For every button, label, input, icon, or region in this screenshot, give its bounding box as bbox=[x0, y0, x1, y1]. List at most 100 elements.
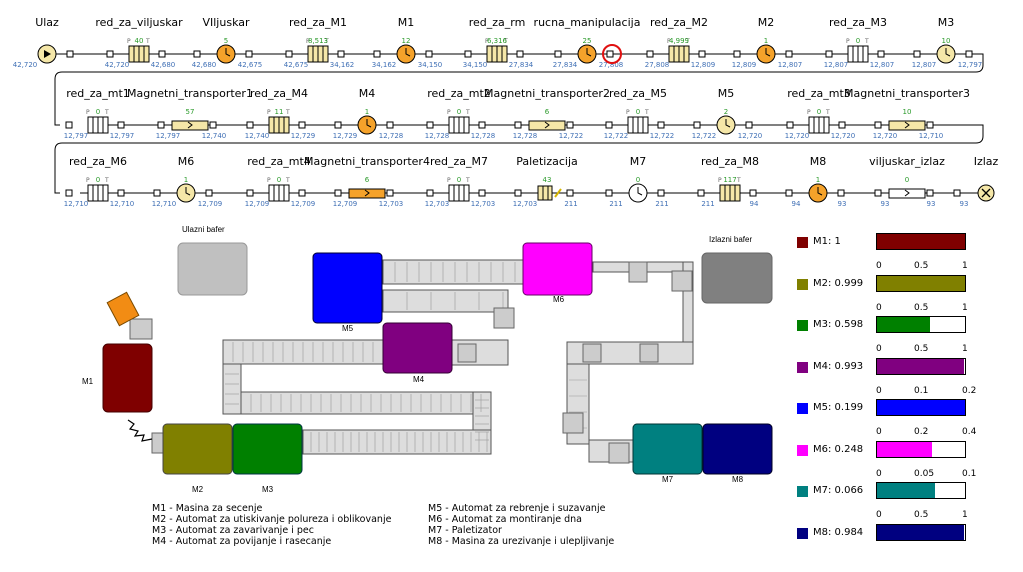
machine-m2 bbox=[162, 423, 233, 475]
block-out-count: 94 bbox=[750, 200, 759, 208]
port-label: T bbox=[825, 109, 830, 116]
utilization-label: M4: 0.993 bbox=[813, 360, 864, 372]
port-label: T bbox=[685, 38, 690, 45]
block-in-count: 12,709 bbox=[245, 200, 270, 208]
utilization-swatch bbox=[797, 527, 808, 539]
utilization-tick: 0 bbox=[876, 468, 882, 479]
block-count: 0 bbox=[905, 176, 909, 184]
block-in-count: 93 bbox=[881, 200, 890, 208]
port-label: P bbox=[127, 38, 131, 45]
utilization-tick: 0 bbox=[876, 510, 882, 520]
machine-m7-label: M7 bbox=[662, 475, 674, 484]
block-out-count: 12,728 bbox=[471, 132, 496, 140]
block-out-count: 93 bbox=[838, 200, 847, 208]
utilization-bar-fill bbox=[877, 234, 965, 249]
block-out-count: 12,709 bbox=[198, 200, 223, 208]
block-in-count: 211 bbox=[701, 200, 714, 208]
legend-item: M1 - Masina za secenje bbox=[152, 503, 263, 514]
utilization-label: M7: 0.066 bbox=[813, 485, 864, 496]
block-viljuskar-izlaz[interactable]: viljuskar_izlaz 0 93 93 bbox=[869, 155, 945, 208]
m1-feeder bbox=[129, 318, 153, 340]
port-label: P bbox=[86, 109, 90, 116]
block-out-count: 12,809 bbox=[691, 61, 716, 69]
block-label: red_za_M8 bbox=[701, 155, 759, 168]
block-count: 0 bbox=[457, 176, 461, 184]
block-count: 0 bbox=[96, 176, 100, 184]
port-label: T bbox=[145, 38, 150, 45]
block-in-count: 12,807 bbox=[912, 61, 937, 69]
block-label: viljuskar_izlaz bbox=[869, 155, 945, 168]
utilization-bar bbox=[876, 399, 966, 416]
utilization-tick: 1 bbox=[962, 510, 968, 520]
block-in-count: 12,710 bbox=[64, 200, 89, 208]
block-in-count: 34,150 bbox=[463, 61, 488, 69]
block-count: 0 bbox=[856, 37, 860, 45]
block-in-count: 94 bbox=[792, 200, 801, 208]
block-label: M3 bbox=[938, 16, 955, 29]
port-label: T bbox=[736, 177, 741, 184]
port-label: T bbox=[285, 177, 290, 184]
block-count: 12 bbox=[402, 37, 411, 45]
block-out-count: 93 bbox=[927, 200, 936, 208]
legend-item: M5 - Automat za rebrenje i suzavanje bbox=[428, 503, 606, 514]
utilization-bar bbox=[876, 482, 966, 499]
utilization-tick: 0 bbox=[876, 385, 882, 396]
block-in-count: 211 bbox=[609, 200, 622, 208]
block-in-count: 12,729 bbox=[333, 132, 358, 140]
utilization-swatch bbox=[797, 237, 808, 248]
conveyor-m3-out bbox=[302, 429, 492, 455]
utilization-swatch bbox=[797, 403, 808, 414]
block-count: 1 bbox=[764, 37, 768, 45]
legend-item: M2 - Automat za utiskivanje polureza i o… bbox=[152, 514, 392, 525]
block-count: 1 bbox=[365, 108, 369, 116]
utilization-label: M6: 0.248 bbox=[813, 443, 864, 455]
block-in-count: 12,720 bbox=[873, 132, 898, 140]
utilization-bar bbox=[876, 357, 966, 375]
machine-m5-label: M5 bbox=[342, 324, 354, 333]
port-label: P bbox=[267, 177, 271, 184]
port-label: P bbox=[485, 38, 489, 45]
forklift-icon bbox=[106, 291, 140, 327]
machine-m4 bbox=[382, 322, 453, 374]
block-in-count: 42,720 bbox=[13, 61, 38, 69]
utilization-bar-fill bbox=[877, 317, 930, 332]
machine-m5 bbox=[312, 252, 383, 324]
block-out-count: 12,722 bbox=[650, 132, 675, 140]
block-label: M4 bbox=[359, 87, 376, 100]
block-in-count: 12,797 bbox=[156, 132, 181, 140]
block-count: 0 bbox=[636, 176, 640, 184]
block-in-count: 42,720 bbox=[105, 61, 130, 69]
